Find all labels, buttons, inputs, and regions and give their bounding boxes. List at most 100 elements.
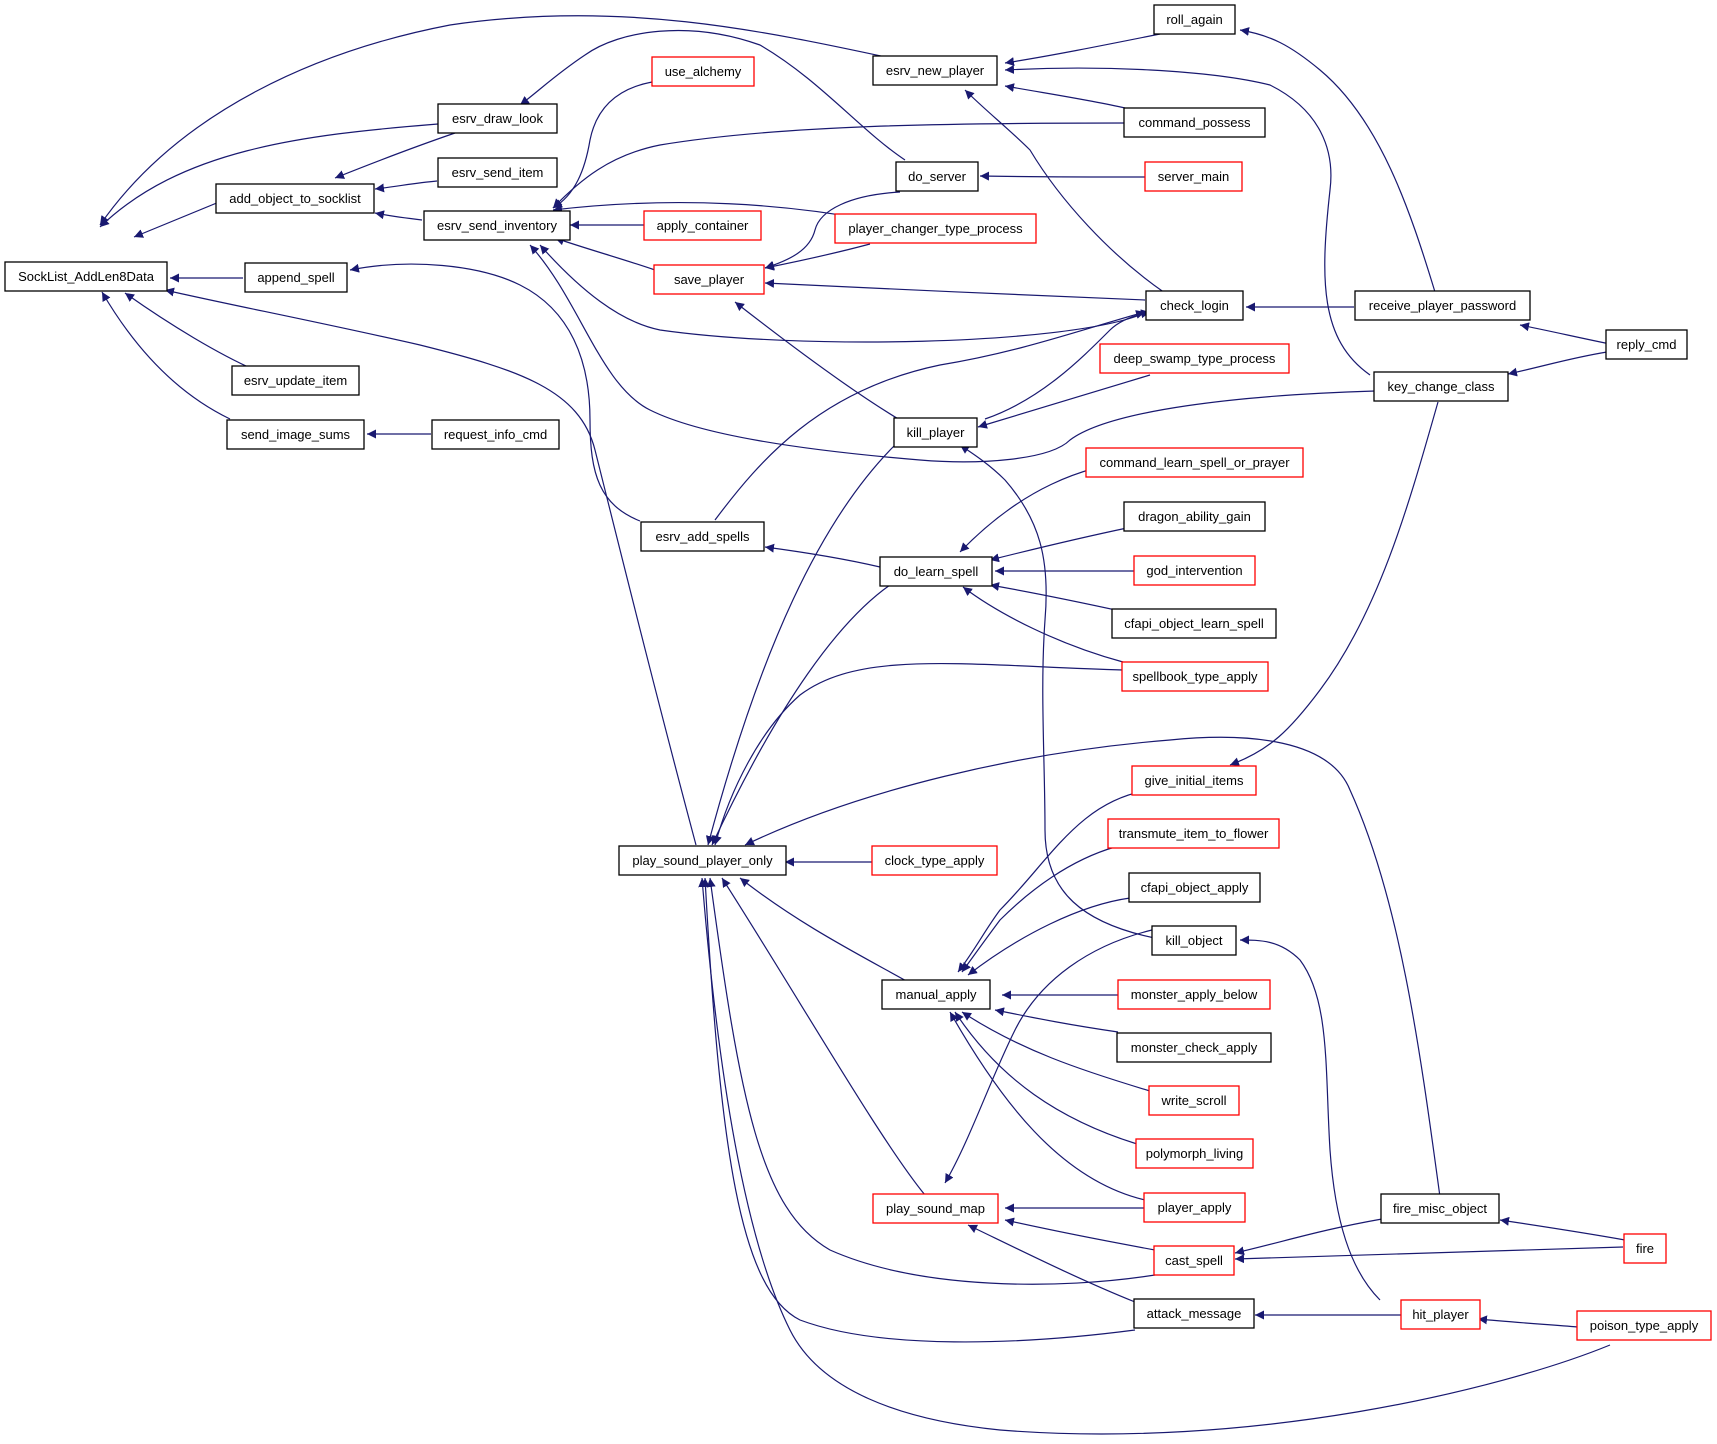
node-save-player[interactable]: save_player: [653, 264, 765, 295]
node-fire[interactable]: fire: [1623, 1233, 1667, 1264]
node-command-possess[interactable]: command_possess: [1123, 107, 1266, 138]
node-do-learn-spell[interactable]: do_learn_spell: [879, 556, 993, 587]
node-kill-object[interactable]: kill_object: [1151, 925, 1237, 956]
node-roll-again[interactable]: roll_again: [1153, 4, 1236, 35]
edge-do-server-to-save-player: [764, 191, 901, 270]
node-key-change-class[interactable]: key_change_class: [1373, 371, 1509, 402]
edge-check-login-to-esrv-send-inventory: [539, 244, 1141, 343]
node-label: give_initial_items: [1145, 773, 1244, 788]
edge-roll-again-to-receive-password: [1239, 27, 1436, 293]
edge-layer: [99, 15, 1626, 1435]
node-god-intervention[interactable]: god_intervention: [1133, 555, 1256, 586]
edge-monster-check-apply-to-manual-apply: [994, 1007, 1119, 1033]
edge-give-initial-items-to-manual-apply: [957, 789, 1151, 973]
node-deep-swamp-type-process[interactable]: deep_swamp_type_process: [1099, 343, 1290, 374]
node-spellbook-type-apply[interactable]: spellbook_type_apply: [1121, 661, 1269, 692]
node-label: receive_player_password: [1369, 298, 1516, 313]
edge-cfapi-apply-to-manual-apply: [967, 897, 1131, 976]
node-label: append_spell: [257, 270, 334, 285]
node-label: esrv_new_player: [886, 63, 985, 78]
edge-play-sound-player-only-to-root: [164, 287, 697, 846]
node-cfapi-object-apply[interactable]: cfapi_object_apply: [1128, 872, 1261, 903]
node-label: esrv_update_item: [244, 373, 347, 388]
edge-player-apply-to-manual-apply: [949, 1011, 1146, 1201]
edge-kill-player-to-play-sound-player-only: [705, 444, 896, 846]
node-polymorph-living[interactable]: polymorph_living: [1135, 1138, 1254, 1169]
edge-kill-player-to-save-player: [734, 301, 901, 421]
node-transmute-item-to-flower[interactable]: transmute_item_to_flower: [1107, 818, 1280, 849]
node-label: dragon_ability_gain: [1138, 509, 1251, 524]
node-reply-cmd[interactable]: reply_cmd: [1605, 329, 1688, 360]
node-receive-player-password[interactable]: receive_player_password: [1354, 290, 1531, 321]
node-esrv-send-item[interactable]: esrv_send_item: [437, 157, 558, 188]
node-request-info-cmd[interactable]: request_info_cmd: [431, 419, 560, 450]
edge-esrv-update-item-to-root: [124, 292, 258, 372]
edge-fire-to-cast-spell: [1234, 1246, 1624, 1264]
edge-cfapi-learn-spell-to-do-learn-spell: [989, 582, 1126, 613]
edge-manual-apply-to-play-sound-player-only: [739, 877, 911, 984]
edge-attack-message-to-play-sound-map: [967, 1224, 1136, 1303]
node-label: player_apply: [1158, 1200, 1232, 1215]
edge-do-learn-spell-to-esrv-add-spells: [764, 543, 881, 568]
node-command-learn-spell-or-prayer[interactable]: command_learn_spell_or_prayer: [1085, 447, 1304, 478]
node-attack-message[interactable]: attack_message: [1133, 1298, 1255, 1329]
node-layer: SockList_AddLen8Data add_object_to_sockl…: [4, 4, 1712, 1341]
node-cast-spell[interactable]: cast_spell: [1153, 1245, 1235, 1276]
node-monster-check-apply[interactable]: monster_check_apply: [1116, 1032, 1272, 1063]
node-label: hit_player: [1412, 1307, 1469, 1322]
node-label: deep_swamp_type_process: [1114, 351, 1276, 366]
node-send-image-sums[interactable]: send_image_sums: [226, 419, 365, 450]
edge-command-possess-to-esrv-new-player: [1004, 83, 1126, 109]
node-label: clock_type_apply: [885, 853, 985, 868]
node-manual-apply[interactable]: manual_apply: [881, 979, 991, 1010]
node-do-server[interactable]: do_server: [895, 161, 979, 192]
node-cfapi-object-learn-spell[interactable]: cfapi_object_learn_spell: [1111, 608, 1277, 639]
node-monster-apply-below[interactable]: monster_apply_below: [1117, 979, 1271, 1010]
node-add-object-to-socklist[interactable]: add_object_to_socklist: [215, 183, 375, 214]
node-dragon-ability-gain[interactable]: dragon_ability_gain: [1123, 501, 1266, 532]
node-label: SockList_AddLen8Data: [18, 269, 155, 284]
node-write-scroll[interactable]: write_scroll: [1148, 1085, 1240, 1116]
edge-polymorph-living-to-manual-apply: [954, 1011, 1138, 1145]
node-poison-type-apply[interactable]: poison_type_apply: [1576, 1310, 1712, 1341]
node-apply-container[interactable]: apply_container: [643, 210, 762, 241]
node-use-alchemy[interactable]: use_alchemy: [651, 56, 755, 87]
edge-kill-object-to-play-sound-map: [944, 929, 1153, 1184]
node-player-apply[interactable]: player_apply: [1143, 1192, 1246, 1223]
node-label: monster_apply_below: [1131, 987, 1258, 1002]
edge-fire-to-fire-misc-object: [1499, 1216, 1626, 1241]
edge-player-changer-to-save-player: [764, 243, 871, 271]
edge-kill-object-to-kill-player: [959, 444, 1166, 941]
node-sock-list-add-len8-data[interactable]: SockList_AddLen8Data: [4, 261, 168, 292]
edge-server-main-to-do-server: [979, 171, 1146, 181]
node-label: send_image_sums: [241, 427, 351, 442]
node-append-spell[interactable]: append_spell: [244, 262, 348, 293]
node-label: kill_player: [907, 425, 965, 440]
edge-poison-type-to-hit-player: [1477, 1315, 1579, 1328]
node-label: transmute_item_to_flower: [1119, 826, 1269, 841]
node-kill-player[interactable]: kill_player: [893, 417, 978, 448]
edge-fire-misc-object-to-cast-spell: [1234, 1218, 1383, 1256]
node-esrv-send-inventory[interactable]: esrv_send_inventory: [423, 210, 571, 241]
node-server-main[interactable]: server_main: [1144, 161, 1243, 192]
edge-check-login-to-save-player: [764, 278, 1146, 301]
node-fire-misc-object[interactable]: fire_misc_object: [1380, 1193, 1500, 1224]
node-esrv-update-item[interactable]: esrv_update_item: [231, 365, 360, 396]
node-label: player_changer_type_process: [848, 221, 1023, 236]
node-esrv-draw-look[interactable]: esrv_draw_look: [437, 103, 558, 134]
edge-kill-player-to-check-login: [984, 309, 1151, 420]
node-play-sound-player-only[interactable]: play_sound_player_only: [618, 845, 787, 876]
node-clock-type-apply[interactable]: clock_type_apply: [871, 845, 998, 876]
node-hit-player[interactable]: hit_player: [1400, 1299, 1481, 1330]
node-label: check_login: [1160, 298, 1229, 313]
node-label: cfapi_object_apply: [1141, 880, 1249, 895]
node-esrv-new-player[interactable]: esrv_new_player: [872, 55, 998, 86]
node-play-sound-map[interactable]: play_sound_map: [872, 1193, 999, 1224]
node-give-initial-items[interactable]: give_initial_items: [1131, 765, 1257, 796]
node-esrv-add-spells[interactable]: esrv_add_spells: [640, 521, 765, 552]
node-player-changer-type-process[interactable]: player_changer_type_process: [834, 213, 1037, 244]
node-label: server_main: [1158, 169, 1230, 184]
edge-transmute-to-manual-apply: [961, 846, 1116, 973]
node-check-login[interactable]: check_login: [1145, 290, 1244, 321]
